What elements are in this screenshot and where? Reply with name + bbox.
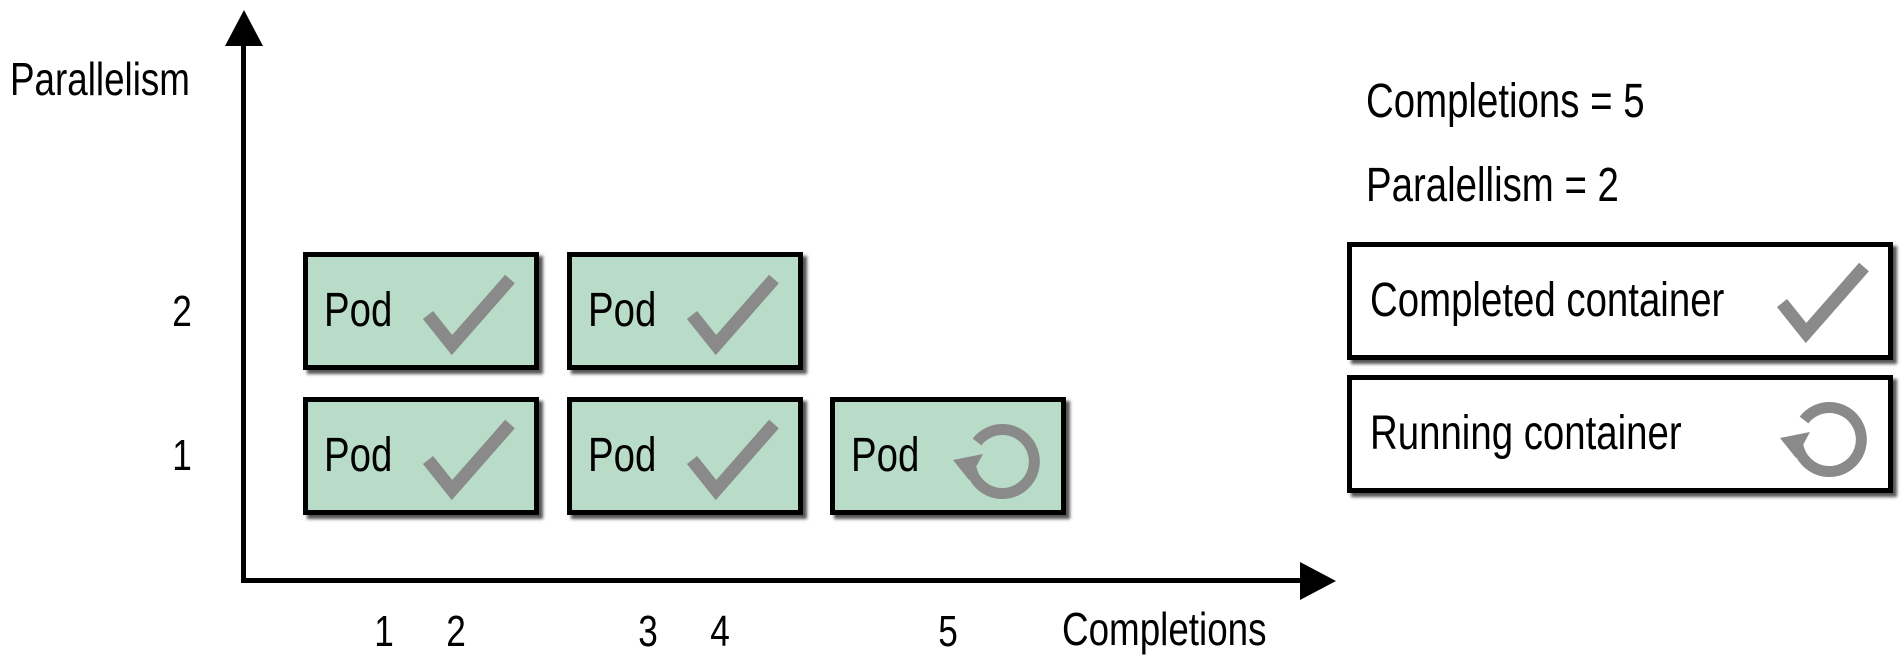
x-axis-line — [241, 578, 1321, 583]
pod-label: Pod — [588, 284, 657, 337]
pod-label: Pod — [324, 284, 393, 337]
pod-completed: Pod — [303, 397, 539, 515]
pod-completed: Pod — [303, 252, 539, 370]
pod-completed: Pod — [567, 252, 803, 370]
x-tick-label: 4 — [710, 607, 730, 656]
y-axis-label: Parallelism — [10, 53, 190, 105]
refresh-icon — [949, 410, 1043, 504]
refresh-icon — [1776, 388, 1870, 482]
parallelism-setting: Paralellism = 2 — [1366, 159, 1619, 212]
x-tick-label: 1 — [374, 607, 394, 656]
pod-label: Pod — [588, 429, 657, 482]
legend-completed: Completed container — [1347, 242, 1893, 360]
y-axis-line — [241, 32, 246, 582]
pod-label: Pod — [851, 429, 920, 482]
y-tick-label: 2 — [172, 287, 192, 336]
legend-completed-label: Completed container — [1370, 274, 1725, 327]
x-tick-label: 5 — [938, 607, 958, 656]
pod-label: Pod — [324, 429, 393, 482]
completions-setting: Completions = 5 — [1366, 75, 1645, 128]
pod-running: Pod — [830, 397, 1066, 515]
pod-completed: Pod — [567, 397, 803, 515]
checkmark-icon — [422, 416, 516, 500]
x-axis-label: Completions — [1062, 603, 1267, 655]
y-axis-arrow — [225, 10, 263, 46]
checkmark-icon — [422, 271, 516, 355]
checkmark-icon — [686, 416, 780, 500]
y-tick-label: 1 — [172, 431, 192, 480]
legend-running: Running container — [1347, 375, 1893, 493]
x-tick-label: 3 — [638, 607, 658, 656]
checkmark-icon — [1776, 259, 1870, 343]
legend-running-label: Running container — [1370, 407, 1682, 460]
x-tick-label: 2 — [446, 607, 466, 656]
x-axis-arrow — [1300, 562, 1336, 600]
checkmark-icon — [686, 271, 780, 355]
